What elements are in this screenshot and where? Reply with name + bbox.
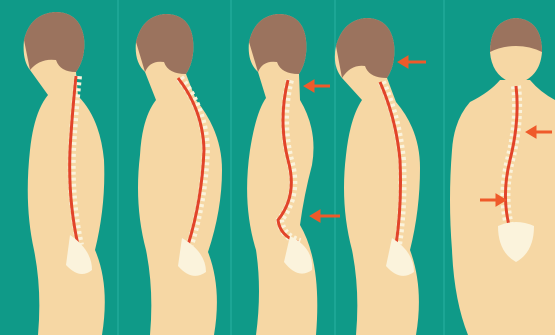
- spine-posture-illustration: [0, 0, 555, 335]
